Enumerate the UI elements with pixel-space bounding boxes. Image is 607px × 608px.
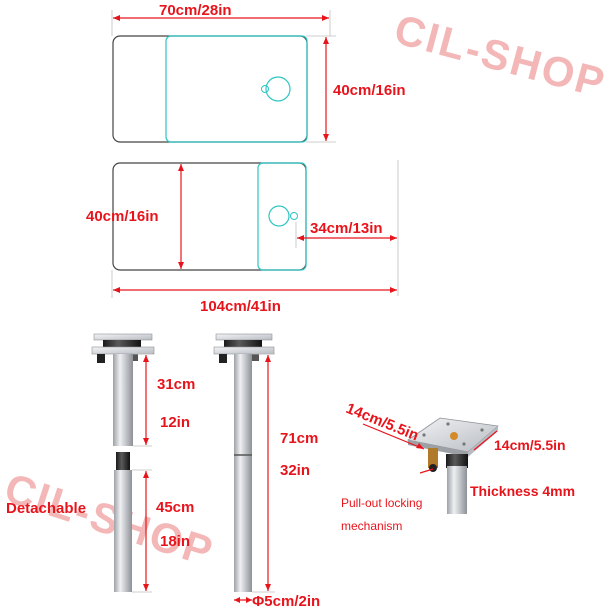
extended-height-label: 40cm/16in [86, 208, 159, 225]
thickness-label: Thickness 4mm [470, 483, 575, 499]
full-pole: 71cm 32in Φ5cm/2in [213, 333, 320, 608]
extended-pole-hole-icon [268, 205, 290, 227]
top-height-label: 40cm/16in [333, 82, 406, 99]
diameter-label: Φ5cm/2in [252, 593, 320, 608]
detachable-pole: 31cm 12in Detachable 45cm 18in [6, 333, 195, 593]
overall-width-label: 104cm/41in [200, 298, 281, 315]
upper-length-in: 12in [160, 414, 190, 431]
pole-hole-icon [265, 76, 291, 102]
lower-length-in: 18in [160, 533, 190, 550]
watermark-bottom: CIL-SHOP [0, 464, 220, 576]
lower-length-cm: 45cm [156, 499, 194, 516]
table-top-outline [112, 35, 308, 143]
plate-side-a-label: 14cm/5.5in [344, 400, 422, 445]
full-height-cm: 71cm [280, 430, 318, 447]
top-view-104x40: 40cm/16in 34cm/13in 104cm/41in [86, 160, 399, 315]
base-outline [165, 35, 308, 143]
upper-length-cm: 31cm [157, 376, 195, 393]
full-height-in: 32in [280, 462, 310, 479]
top-view-70x40: 70cm/28in 40cm/16in [111, 2, 406, 143]
upper-tube [113, 354, 133, 446]
watermark-top: CIL-SHOP [390, 5, 607, 106]
plate-tube [447, 466, 467, 514]
offset-label: 34cm/13in [310, 220, 383, 237]
top-width-label: 70cm/28in [159, 2, 232, 19]
detachable-label: Detachable [6, 500, 86, 517]
mount-plate-detail: 14cm/5.5in 14cm/5.5in Thickness 4mm Pull… [341, 400, 575, 533]
lower-tube [114, 470, 132, 592]
locking-mechanism-line2: mechanism [341, 519, 402, 533]
plate-side-b-label: 14cm/5.5in [494, 437, 566, 453]
full-tube [234, 354, 252, 592]
extended-base-outline [257, 162, 307, 271]
locking-mechanism-line1: Pull-out locking [341, 496, 422, 510]
